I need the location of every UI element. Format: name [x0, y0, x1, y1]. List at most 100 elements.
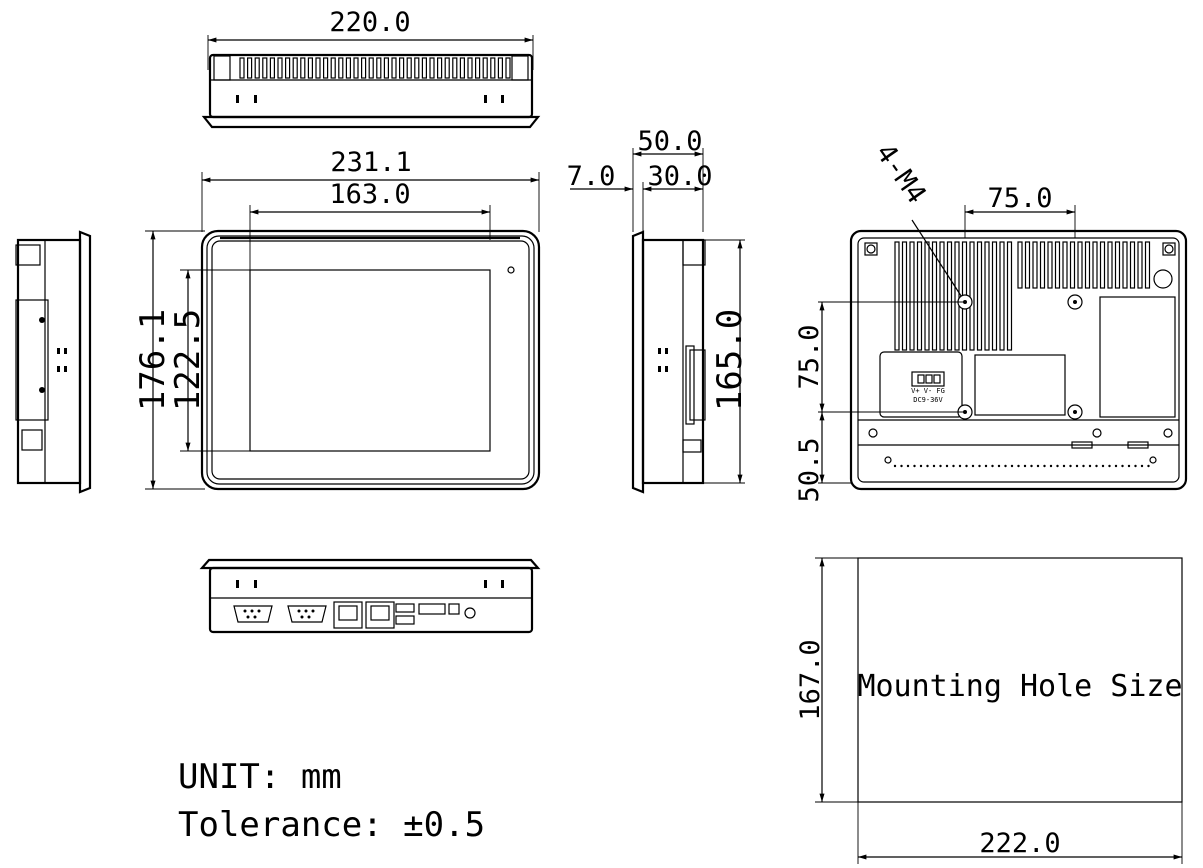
io-dot — [1095, 464, 1098, 468]
notes: UNIT: mm Tolerance: ±0.5 — [178, 757, 485, 845]
dim-cutout-width: 222.0 — [979, 828, 1060, 859]
heatsink-fin — [277, 57, 283, 79]
heatsink-fin — [1092, 241, 1098, 289]
io-dot — [926, 464, 929, 468]
ethernet-port-icon — [333, 601, 363, 629]
io-dot — [1069, 464, 1072, 468]
io-dot — [1140, 464, 1144, 468]
heatsink-fin — [262, 57, 268, 79]
top-view: 220.0 — [201, 7, 541, 129]
dim-side-height: 165.0 — [710, 309, 750, 411]
cutout-view: 167.0 222.0 Mounting Hole Size — [795, 557, 1183, 864]
front-view: 231.1 163.0 176.1 122.5 — [133, 147, 541, 491]
heatsink-fin — [1032, 241, 1038, 289]
heatsink-fin — [361, 57, 367, 79]
heatsink-fin — [1114, 241, 1121, 289]
heatsink-fin — [916, 241, 923, 351]
rear-heatsink-fins — [894, 241, 1151, 351]
heatsink-fin — [1107, 241, 1113, 289]
heatsink-fin — [1129, 241, 1136, 289]
heatsink-fin — [467, 57, 473, 79]
heatsink-fin — [505, 57, 511, 79]
dc-jack-icon — [464, 607, 476, 619]
power-led-icon — [507, 266, 515, 274]
cutout-label: Mounting Hole Size — [857, 669, 1182, 704]
dim-top-width: 220.0 — [329, 7, 410, 38]
io-dot — [1010, 464, 1014, 468]
cutout-outline — [857, 557, 1183, 803]
heatsink-fin — [406, 57, 412, 79]
io-dot — [919, 464, 923, 468]
io-dot — [1088, 464, 1092, 468]
dim-side-depth: 50.0 — [637, 126, 702, 157]
heatsink-fin — [931, 241, 938, 351]
io-dot — [1030, 464, 1033, 468]
rear-view: 75.0 4-M4 V+ V- FG DC9-36V — [794, 138, 1188, 503]
heatsink-fin — [1137, 241, 1143, 289]
heatsink-fin — [1047, 241, 1053, 289]
io-dot — [1049, 464, 1053, 468]
heatsink-fin — [1006, 241, 1013, 351]
heatsink-fin — [254, 57, 260, 79]
io-dot — [1075, 464, 1079, 468]
heatsink-fin — [368, 57, 374, 79]
io-dot — [1114, 464, 1118, 468]
heatsink-fin — [414, 57, 420, 79]
heatsink-fin — [444, 57, 450, 79]
heatsink-fin — [1062, 241, 1068, 289]
io-dot — [1017, 464, 1020, 468]
serial-port-icon — [233, 605, 273, 623]
heatsink-fin — [475, 57, 481, 79]
heatsink-fin — [269, 57, 275, 79]
hdmi-port-icon — [418, 603, 446, 615]
io-dot — [1147, 464, 1150, 468]
heatsink-fin — [1122, 241, 1128, 289]
heatsink-fin — [946, 241, 953, 351]
io-dot — [991, 464, 994, 468]
heatsink-fin — [292, 57, 298, 79]
heatsink-fin — [239, 57, 245, 79]
heatsink-fin — [1099, 241, 1106, 289]
heatsink-fin — [285, 57, 291, 79]
io-dot — [1134, 464, 1137, 468]
heatsink-fin — [247, 57, 253, 79]
io-dot — [1082, 464, 1085, 468]
right-side-view: 50.0 7.0 30.0 165.0 — [567, 126, 750, 494]
io-dot — [939, 464, 942, 468]
heatsink-fin — [323, 57, 329, 79]
screw-label: 4-M4 — [869, 138, 932, 209]
io-dot — [1043, 464, 1046, 468]
io-dot — [997, 464, 1001, 468]
io-dot — [978, 464, 981, 468]
io-dot — [1121, 464, 1124, 468]
heatsink-fin — [984, 241, 990, 351]
io-dot — [1108, 464, 1111, 468]
display-area — [249, 269, 491, 452]
io-dot — [932, 464, 936, 468]
heatsink-fin — [1077, 241, 1083, 289]
heatsink-fin — [330, 57, 336, 79]
io-dot — [958, 464, 962, 468]
heatsink-fin — [437, 57, 443, 79]
heatsink-fin — [954, 241, 960, 351]
heatsink-fins — [239, 57, 511, 79]
left-side-view — [15, 230, 92, 494]
heatsink-fin — [1024, 241, 1031, 289]
dim-vesa-width: 75.0 — [987, 183, 1052, 214]
heatsink-fin — [429, 57, 435, 79]
heatsink-fin — [315, 57, 321, 79]
heatsink-fin — [391, 57, 397, 79]
io-dot — [900, 464, 903, 468]
io-dot — [1101, 464, 1105, 468]
usb-port-icon — [395, 603, 415, 613]
dim-cutout-height: 167.0 — [795, 639, 826, 720]
heatsink-fin — [307, 57, 313, 79]
heatsink-fin — [490, 57, 496, 79]
heatsink-fin — [497, 57, 503, 79]
usb-port-icon — [395, 615, 415, 625]
power-terminal — [911, 371, 945, 387]
io-dot — [945, 464, 949, 468]
dim-front-width: 231.1 — [330, 147, 411, 178]
heatsink-fin — [1069, 241, 1076, 289]
io-dot — [1127, 464, 1131, 468]
